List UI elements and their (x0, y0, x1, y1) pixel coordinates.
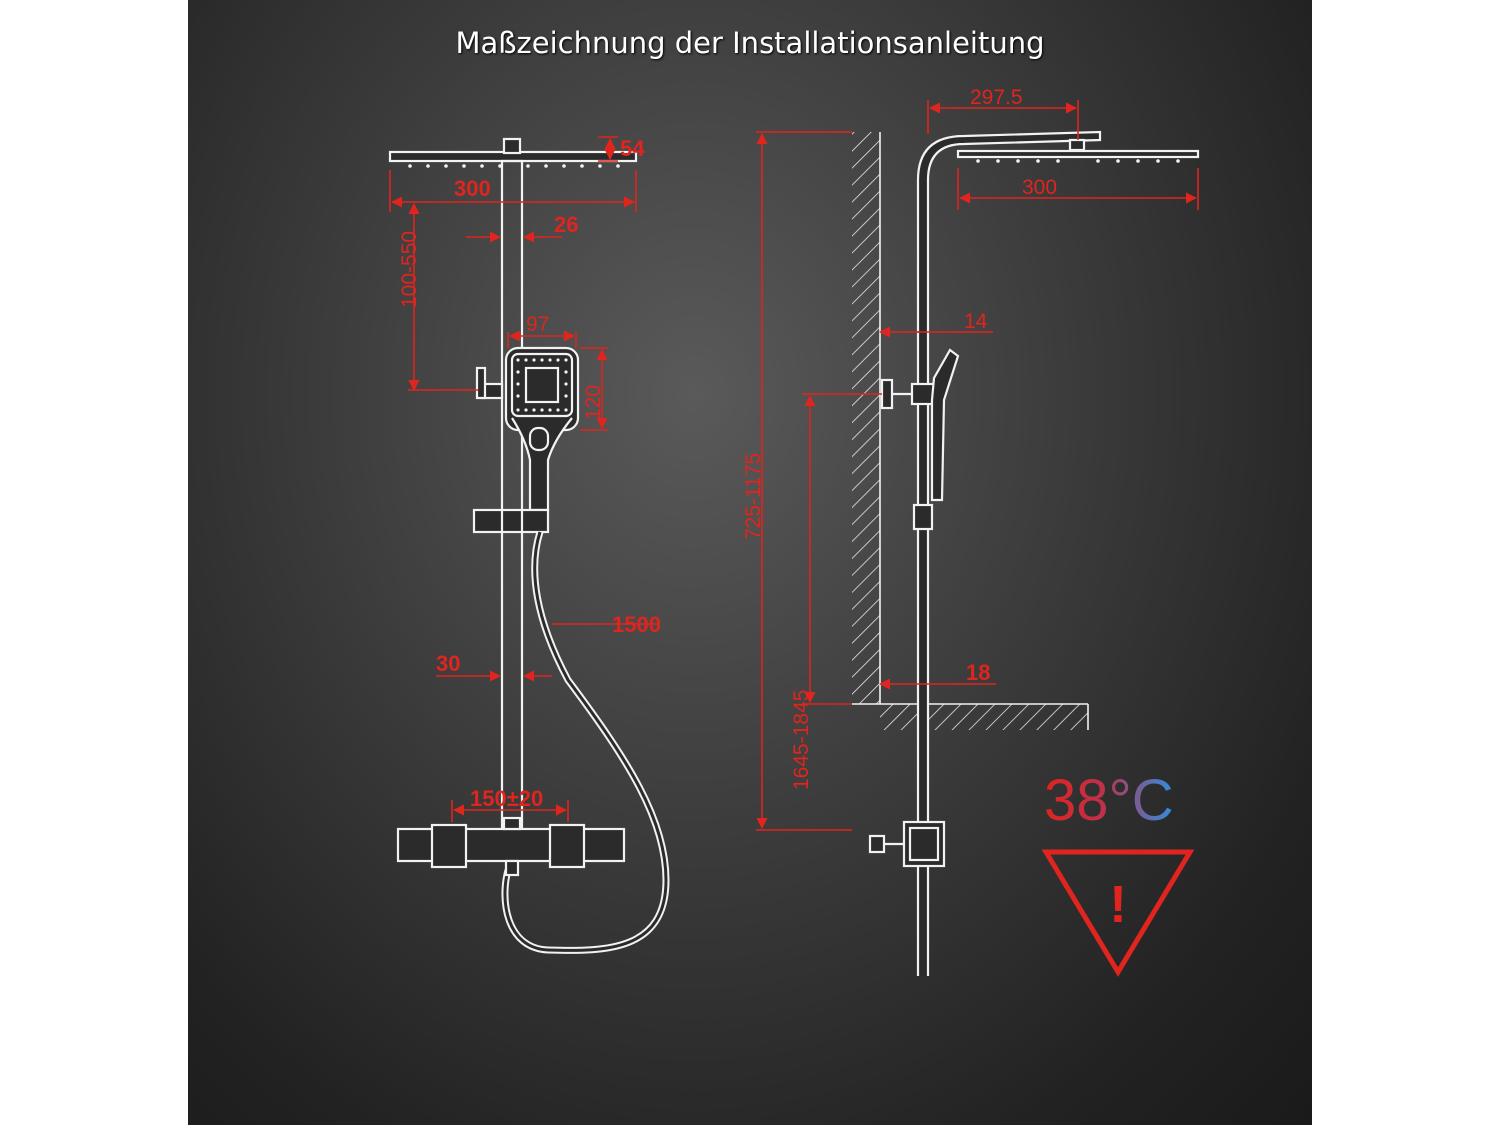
warning-symbol: ! (1109, 876, 1126, 934)
label-rod-offset-lower: 18 (966, 660, 990, 685)
label-height-upper: 725-1175 (742, 453, 765, 540)
shower-rod-front (500, 159, 524, 831)
dimension-head-thickness: 54 (598, 136, 645, 162)
slide-holder (472, 508, 550, 534)
drawing-canvas: Maßzeichnung der Installationsanleitung (188, 0, 1312, 1125)
dimension-rod-offset-upper: 14 (878, 310, 993, 338)
label-hand-width: 97 (526, 313, 549, 336)
wall-bracket-upper (880, 378, 894, 410)
label-hose-length: 1500 (612, 612, 661, 637)
dimension-arm-projection: 297.5 (927, 86, 1079, 140)
head-nozzles (408, 164, 620, 168)
dimension-inlet-spacing: 150±20 (451, 786, 569, 822)
page-title: Maßzeichnung der Installationsanleitung (455, 26, 1045, 60)
floor-hatching (880, 704, 1088, 730)
label-rod-lower: 30 (436, 651, 460, 676)
side-nozzles (976, 159, 1180, 163)
shower-rod-side (916, 130, 1102, 976)
hand-shower-front (504, 346, 580, 512)
label-hand-height: 120 (582, 385, 605, 420)
dimension-arm-distance: 100-550 (398, 202, 478, 392)
dimension-hose-length: 1500 (552, 612, 661, 637)
temperature-label: 38°C (1044, 768, 1174, 833)
dimension-rod-offset-lower: 18 (878, 660, 996, 690)
dimension-height-total: 1645-1845 (790, 393, 882, 790)
label-rod-offset-upper: 14 (964, 310, 988, 333)
rain-head-side (956, 149, 1200, 159)
label-height-total: 1645-1845 (790, 690, 813, 790)
wall-hatching (852, 132, 880, 704)
warning-triangle-icon: ! (1041, 849, 1195, 977)
dimension-rod-upper: 26 (466, 212, 578, 243)
label-arm-distance: 100-550 (398, 231, 421, 308)
hand-nozzles (516, 358, 568, 412)
head-connector (502, 137, 522, 155)
label-head-width-side: 300 (1022, 176, 1057, 199)
label-head-thickness: 54 (620, 136, 645, 161)
installation-drawing: 54 300 26 100-550 97 (388, 86, 1200, 977)
hand-shower-side (930, 348, 960, 502)
dimension-hand-width: 97 (507, 313, 577, 348)
label-arm-projection: 297.5 (970, 86, 1023, 109)
label-inlet-spacing: 150±20 (470, 786, 543, 811)
dimension-hand-height: 120 (580, 347, 608, 431)
dimension-rod-lower: 30 (436, 651, 552, 682)
temperature-warning: 38°C ! (1041, 768, 1195, 977)
dimension-height-upper: 725-1175 (742, 131, 852, 831)
shower-hose (501, 530, 670, 954)
side-view: 297.5 300 14 725-1175 (742, 86, 1200, 976)
front-view: 54 300 26 100-550 97 (388, 136, 670, 954)
dimension-head-width-side: 300 (957, 168, 1199, 210)
slide-holder-side (912, 503, 934, 531)
dimension-head-width-front: 300 (389, 170, 637, 212)
thermostat-mixer-side (868, 820, 946, 868)
label-head-width-front: 300 (454, 176, 491, 201)
thermostat-mixer-front (396, 816, 626, 877)
label-rod-upper: 26 (554, 212, 578, 237)
